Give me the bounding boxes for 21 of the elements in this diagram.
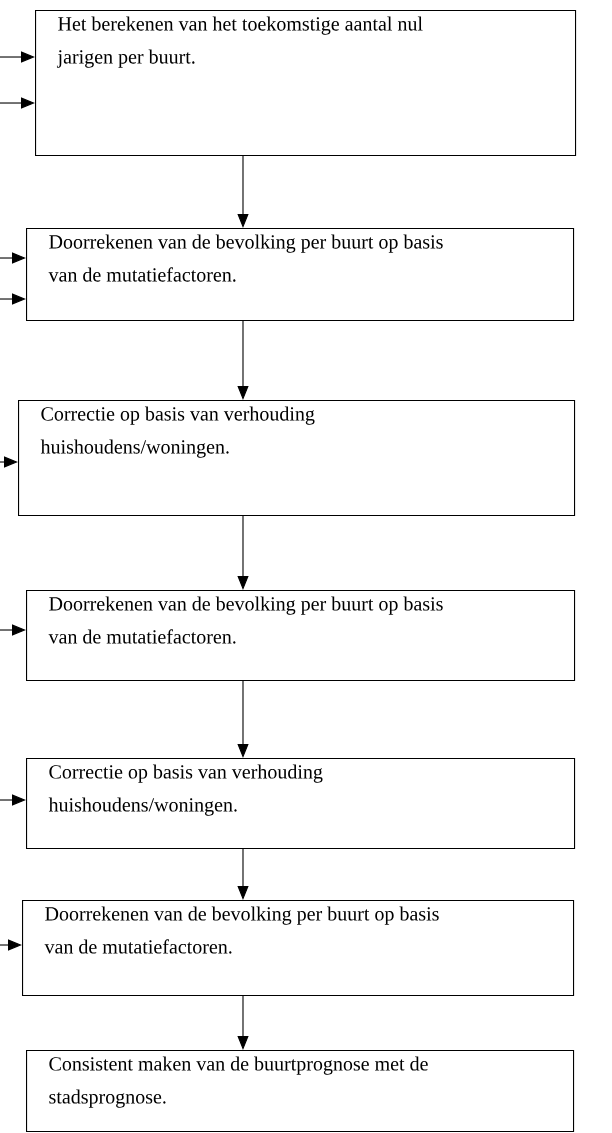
- arrow: [237, 680, 249, 758]
- arrow: [0, 624, 26, 636]
- arrow: [0, 293, 26, 305]
- arrow: [0, 51, 35, 63]
- process-box: Consistent maken van de buurtprognose met de stadsprognose.: [26, 1050, 575, 1133]
- arrow: [0, 456, 18, 468]
- arrow: [237, 155, 249, 228]
- process-box: Correctie op basis van verhouding huishoudens/woningen.: [18, 400, 576, 517]
- arrow: [0, 939, 22, 951]
- arrow: [0, 794, 26, 806]
- process-box: Correctie op basis van verhouding huishoudens/woningen.: [26, 758, 576, 850]
- arrow: [237, 320, 249, 400]
- process-box: Doorrekenen van de bevolking per buurt op basis van de mutatiefactoren.: [22, 900, 575, 997]
- arrow: [237, 995, 249, 1050]
- arrow: [0, 97, 35, 109]
- arrow: [237, 848, 249, 900]
- arrow: [237, 515, 249, 590]
- arrow: [0, 252, 26, 264]
- process-box: Doorrekenen van de bevolking per buurt op basis van de mutatiefactoren.: [26, 228, 575, 322]
- process-box: Het berekenen van het toekomstige aantal nul jarigen per buurt.: [35, 10, 577, 157]
- process-box: Doorrekenen van de bevolking per buurt op basis van de mutatiefactoren.: [26, 590, 576, 682]
